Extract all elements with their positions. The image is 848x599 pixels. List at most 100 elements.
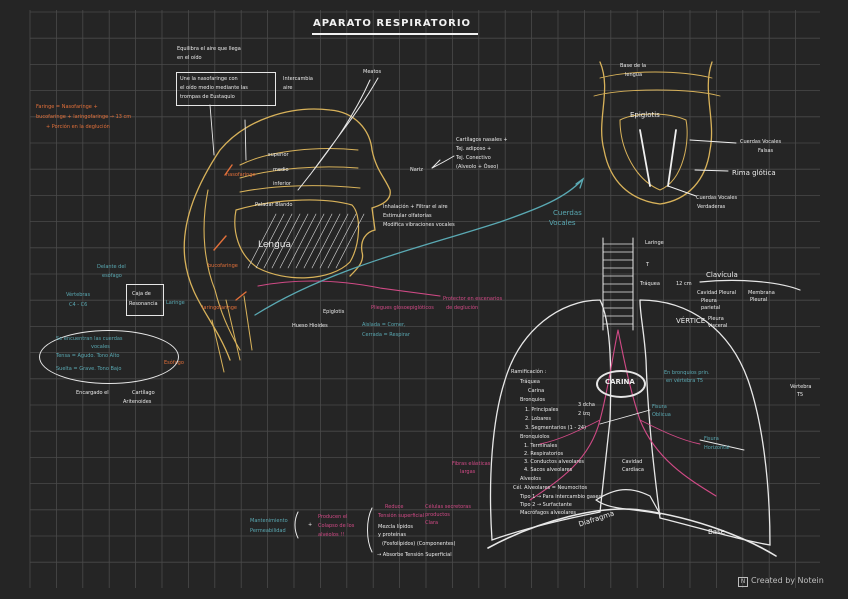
cavidad-cardiaca-1: Cavidad	[622, 459, 643, 465]
laringofaringe-label: laringofaringe	[202, 305, 237, 311]
meatos-arrows	[297, 77, 379, 191]
vertebras-2: C4 - C6	[69, 302, 88, 308]
equilibra-line-1: Equilibra el aire que llega	[177, 46, 241, 52]
bronquiolos-title: Bronquiolos	[520, 434, 550, 440]
pointer-lines	[209, 104, 247, 161]
tongue-hatch	[287, 213, 317, 269]
nasal-concha-2	[239, 166, 359, 179]
cavidad-cardiaca-2: Cardíaca	[622, 467, 644, 473]
meatos-label: Meatos	[363, 69, 382, 75]
cuerdas-ellipse	[39, 330, 179, 384]
faringe-3: + Porción en la deglución	[46, 124, 110, 130]
nasal-concha-3	[239, 185, 361, 193]
ram-bronquios: Bronquios	[520, 397, 545, 403]
traquea-lung-label: Tráquea	[640, 281, 660, 287]
teal-arrow	[254, 179, 583, 316]
fissures	[599, 409, 745, 451]
base-lengua-1: Base de la	[620, 63, 647, 69]
une-line-3: trompas de Eustaquio	[180, 94, 235, 100]
tongue-hatch	[295, 213, 325, 269]
pleura-visceral-1: Pleura	[708, 316, 724, 322]
mezcla-2: y proteínas	[378, 532, 406, 538]
page-title: APARATO RESPIRATORIO	[313, 18, 472, 29]
produce-2: Colapso de los	[318, 523, 355, 529]
mezcla-1: Mezcla lípidos	[378, 524, 413, 530]
falsas-1: Cuerdas Vocales	[740, 139, 782, 145]
airway-lines	[211, 295, 253, 373]
concha-inferior: inferior	[273, 181, 291, 187]
bottom-plus: +	[308, 522, 313, 528]
encargado-3: Aritenoides	[123, 399, 152, 405]
nasofaringe-label: nasofaringe	[226, 172, 256, 178]
laringe-lung-label: Laringe	[645, 240, 664, 246]
ram-carina: Carina	[528, 388, 545, 394]
carina-note-2: en vértebra T5	[666, 378, 704, 384]
une-line-1: Une la nasofaringe con	[180, 76, 238, 82]
delante-1: Delante del	[97, 264, 126, 270]
une-box	[176, 72, 276, 106]
lobar-derecho: 3 dcha	[578, 402, 595, 408]
left-lung	[639, 299, 771, 546]
ram-traquea: Tráquea	[520, 379, 540, 385]
falsas-2: Falsas	[758, 148, 774, 154]
faringe-2: bucofaringe + laringofaringe → 13 cm	[36, 114, 132, 120]
caja-1: Caja de	[132, 291, 151, 297]
fisura-horizontal-1: Fisura	[704, 436, 719, 442]
bq-conductos: 3. Conductos alveolares	[524, 459, 585, 465]
cartilagos-3: Tej. Conectivo	[456, 155, 491, 161]
membrana-1: Membrana	[748, 290, 775, 296]
encargado-1: Encargado el	[76, 390, 109, 396]
tongue-hatch	[335, 213, 365, 269]
macrofagos: Macrófagos alveolares	[520, 510, 577, 516]
base-label: Base	[708, 528, 726, 536]
se-encuentran-1: Se encuentran las cuerdas	[56, 336, 123, 342]
mantenimiento-2: Permeabilidad	[250, 528, 286, 534]
tono-agudo: Tensa = Agudo. Tono Alto	[56, 353, 120, 359]
fibras-2: largas	[460, 469, 476, 475]
se-encuentran-2: vocales	[91, 344, 110, 350]
cartilagos-4: (Alveolo + Óseo)	[456, 164, 499, 170]
protector-2: de deglución	[446, 305, 479, 311]
absorcion-label: → Absorbe Tensión Superficial	[377, 552, 452, 558]
bronchi-branches	[539, 419, 701, 445]
tipo-2: Tipo 2 → Surfactante	[520, 502, 572, 508]
verdaderas-1: Cuerdas Vocales	[696, 195, 738, 201]
pink-airway	[257, 280, 441, 297]
t-letter: T	[646, 262, 650, 268]
faringe-1: Faringe = Nasofaringe +	[36, 104, 98, 110]
protector-1: Protector en escenarios	[443, 296, 503, 302]
celulas-1: Células secretoras	[425, 504, 471, 510]
tongue-hatch	[327, 213, 357, 269]
tongue-hatch	[319, 213, 349, 269]
bq-sacos: 4. Sacos alveolares	[524, 467, 573, 473]
inhalacion-3: Modifica vibraciones vocales	[383, 222, 455, 228]
cavidad-2: Pleura	[701, 298, 717, 304]
larynx-outline	[599, 61, 713, 205]
pharynx-wall	[203, 189, 241, 351]
nasal-concha-1	[239, 148, 359, 166]
tono-grave: Suelta = Grave. Tono Bajo	[56, 366, 122, 372]
mantenimiento-1: Mantenimiento	[250, 518, 288, 524]
tongue-hatch	[279, 213, 309, 269]
verdaderas-2: Verdaderas	[697, 204, 726, 210]
cavidad-1: Cavidad Pleural	[697, 290, 737, 296]
intercambia-2: aire	[283, 85, 293, 91]
tongue-outline	[234, 199, 360, 279]
produce-3: alvéolos !!	[318, 532, 345, 538]
tongue-hatch	[311, 213, 341, 269]
vertebras-1: Vértebras	[66, 292, 91, 298]
larynx-pointers	[667, 139, 737, 197]
fisura-oblicua-2: Oblicua	[652, 412, 671, 418]
vocal-cords	[639, 129, 677, 187]
lengua-label: Lengua	[258, 240, 292, 250]
hueso-label: Hueso Hioides	[292, 323, 328, 329]
ram-principales: 1. Principales	[525, 407, 559, 413]
diaphragm	[487, 508, 777, 557]
aislada-2: Cerrada = Respirar	[362, 332, 410, 338]
traquea-length: 12 cm	[676, 281, 692, 287]
ramificacion-title: Ramificación :	[511, 369, 547, 375]
reduce-1: Reduce	[385, 504, 404, 510]
vertebra-t5-2: T5	[797, 392, 804, 398]
tongue-hatch	[255, 213, 285, 269]
